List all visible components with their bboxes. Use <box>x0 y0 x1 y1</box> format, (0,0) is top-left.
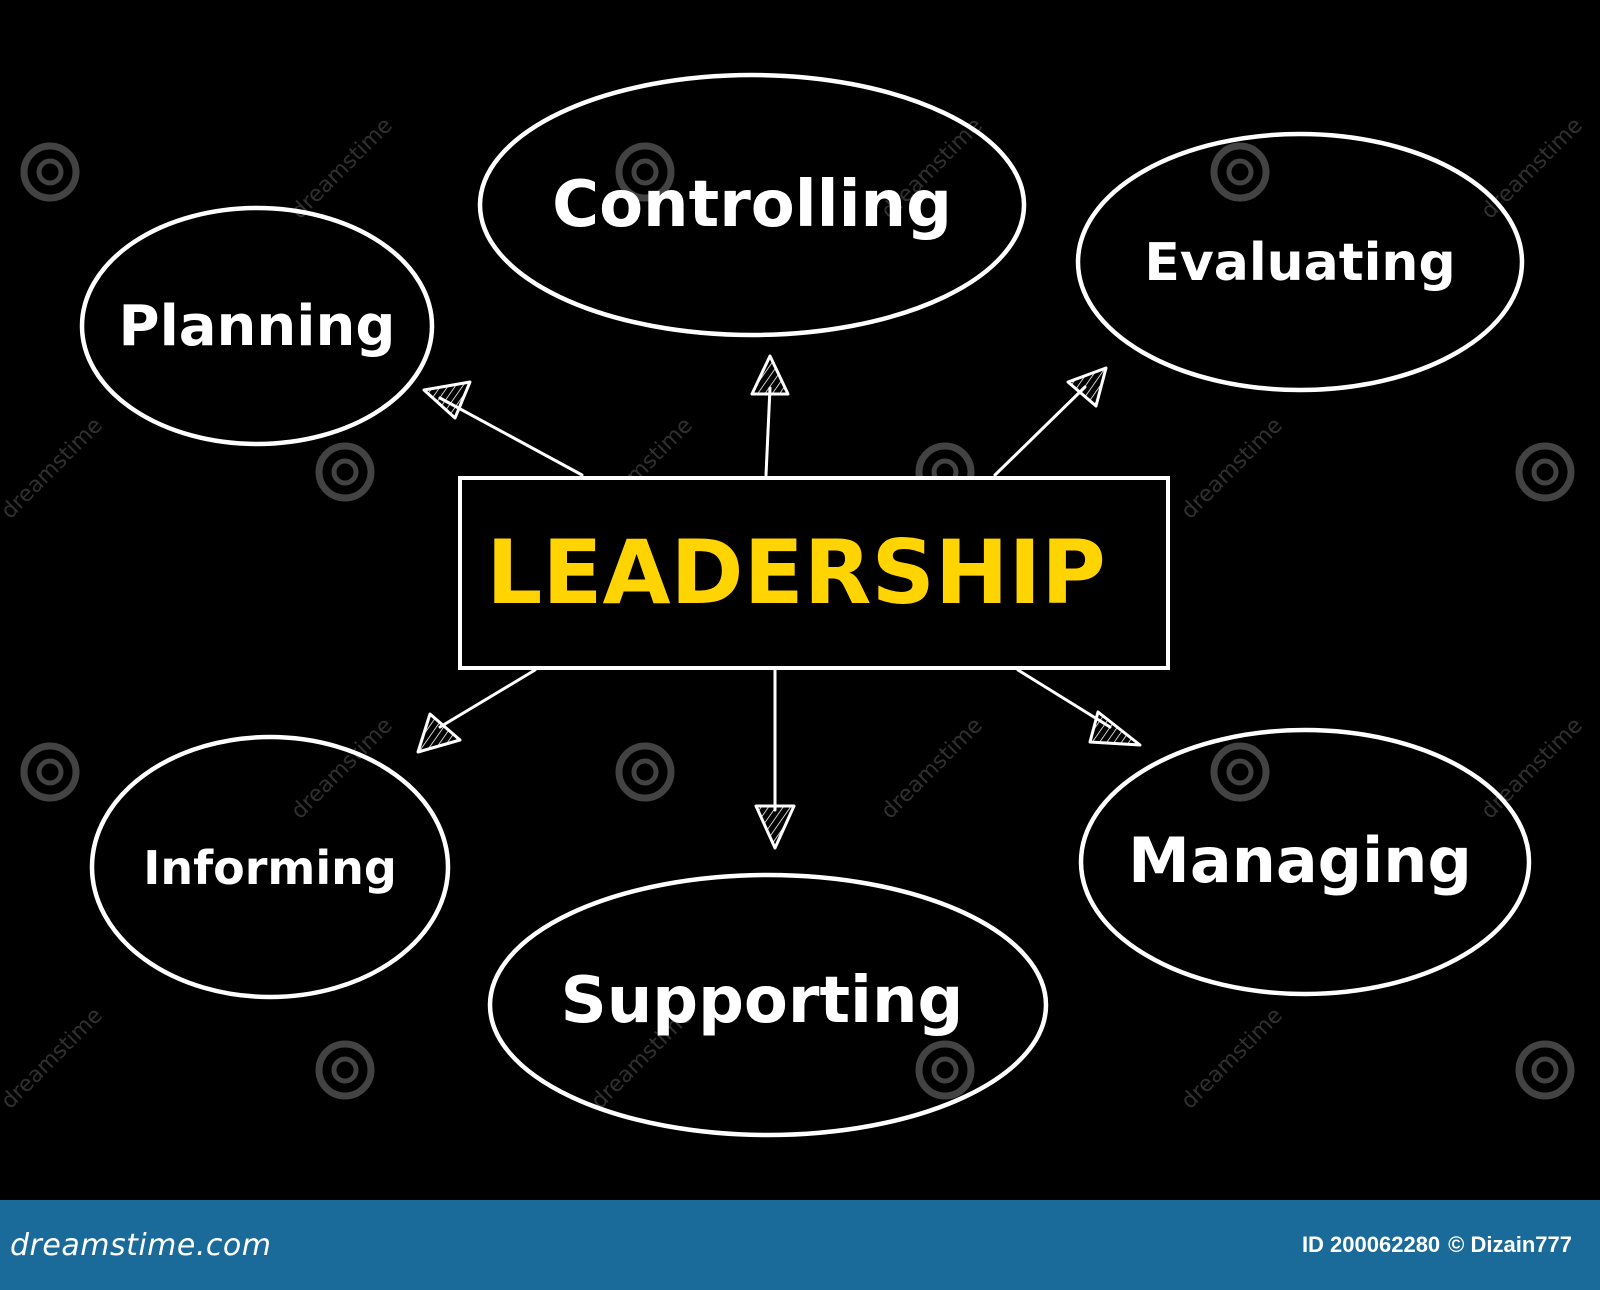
node-controlling: Controlling <box>477 72 1027 338</box>
connector-informing <box>438 668 537 729</box>
watermark-text: dreamstime <box>0 413 108 524</box>
watermark-text: dreamstime <box>1177 1003 1288 1114</box>
node-managing-ellipse <box>1078 727 1532 997</box>
watermark-logo-icon <box>20 142 80 202</box>
watermark-logo-icon <box>1210 142 1270 202</box>
arrow-head-evaluating-icon <box>1066 366 1108 408</box>
watermark-logo-icon <box>20 742 80 802</box>
watermark-text: dreamstime <box>877 713 988 824</box>
arrow-head-managing-icon <box>1088 710 1142 747</box>
arrowhead-layer <box>416 354 1142 850</box>
node-controlling-label: Controlling <box>552 168 952 242</box>
node-informing-label: Informing <box>143 841 397 895</box>
node-informing: Informing <box>89 734 451 1000</box>
watermark-logo-icon <box>1515 1040 1575 1100</box>
central-node-label: LEADERSHIP <box>486 521 1105 624</box>
node-managing-label: Managing <box>1128 824 1472 897</box>
watermark-text: dreamstime <box>1477 713 1588 824</box>
central-node: LEADERSHIP <box>458 476 1170 670</box>
node-planning: Planning <box>79 205 435 447</box>
watermark-text: dreamstime <box>1477 113 1588 224</box>
connector-managing <box>1016 668 1112 729</box>
watermark-logo-icon <box>615 742 675 802</box>
watermark-logo-icon <box>915 1040 975 1100</box>
watermark-text: dreamstime <box>287 113 398 224</box>
footer-author-credit[interactable]: © Dizain777 <box>1448 1232 1572 1257</box>
connector-evaluating <box>993 385 1087 477</box>
watermark-text: dreamstime <box>0 1003 108 1114</box>
footer-image-meta: ID 200062280 © Dizain777 <box>1302 1232 1572 1258</box>
watermark-logo-icon <box>615 142 675 202</box>
stock-footer-bar: dreamstime.com ID 200062280 © Dizain777 <box>0 1200 1600 1290</box>
node-planning-label: Planning <box>119 294 396 359</box>
node-planning-ellipse <box>79 205 435 447</box>
watermark-logo-icon <box>315 442 375 502</box>
watermark-logo-icon <box>1515 442 1575 502</box>
node-managing: Managing <box>1078 727 1532 997</box>
node-informing-ellipse <box>89 734 451 1000</box>
node-supporting-label: Supporting <box>561 964 964 1038</box>
watermark-text: dreamstime <box>287 713 398 824</box>
watermark-text: dreamstime <box>1177 413 1288 524</box>
arrow-head-planning-icon <box>422 380 472 420</box>
node-supporting: Supporting <box>487 872 1049 1138</box>
connector-planning <box>438 396 584 477</box>
watermark-logo-icon <box>1210 742 1270 802</box>
leadership-mind-map: dreamstime dreamstime dreamstime dreamst… <box>0 72 1588 1138</box>
arrow-head-controlling-icon <box>750 354 790 396</box>
node-supporting-ellipse <box>487 872 1049 1138</box>
arrow-head-supporting-icon <box>754 804 796 850</box>
node-evaluating: Evaluating <box>1075 131 1525 393</box>
node-evaluating-ellipse <box>1075 131 1525 393</box>
watermark-logo-icon <box>315 1040 375 1100</box>
arrow-head-informing-icon <box>416 712 462 754</box>
footer-brand-logo[interactable]: dreamstime.com <box>10 1227 272 1263</box>
footer-image-id: ID 200062280 <box>1301 1232 1441 1257</box>
node-controlling-ellipse <box>477 72 1027 338</box>
connector-layer <box>438 385 1112 812</box>
connector-controlling <box>764 386 772 477</box>
node-evaluating-label: Evaluating <box>1144 233 1455 293</box>
central-node-box <box>458 476 1170 670</box>
